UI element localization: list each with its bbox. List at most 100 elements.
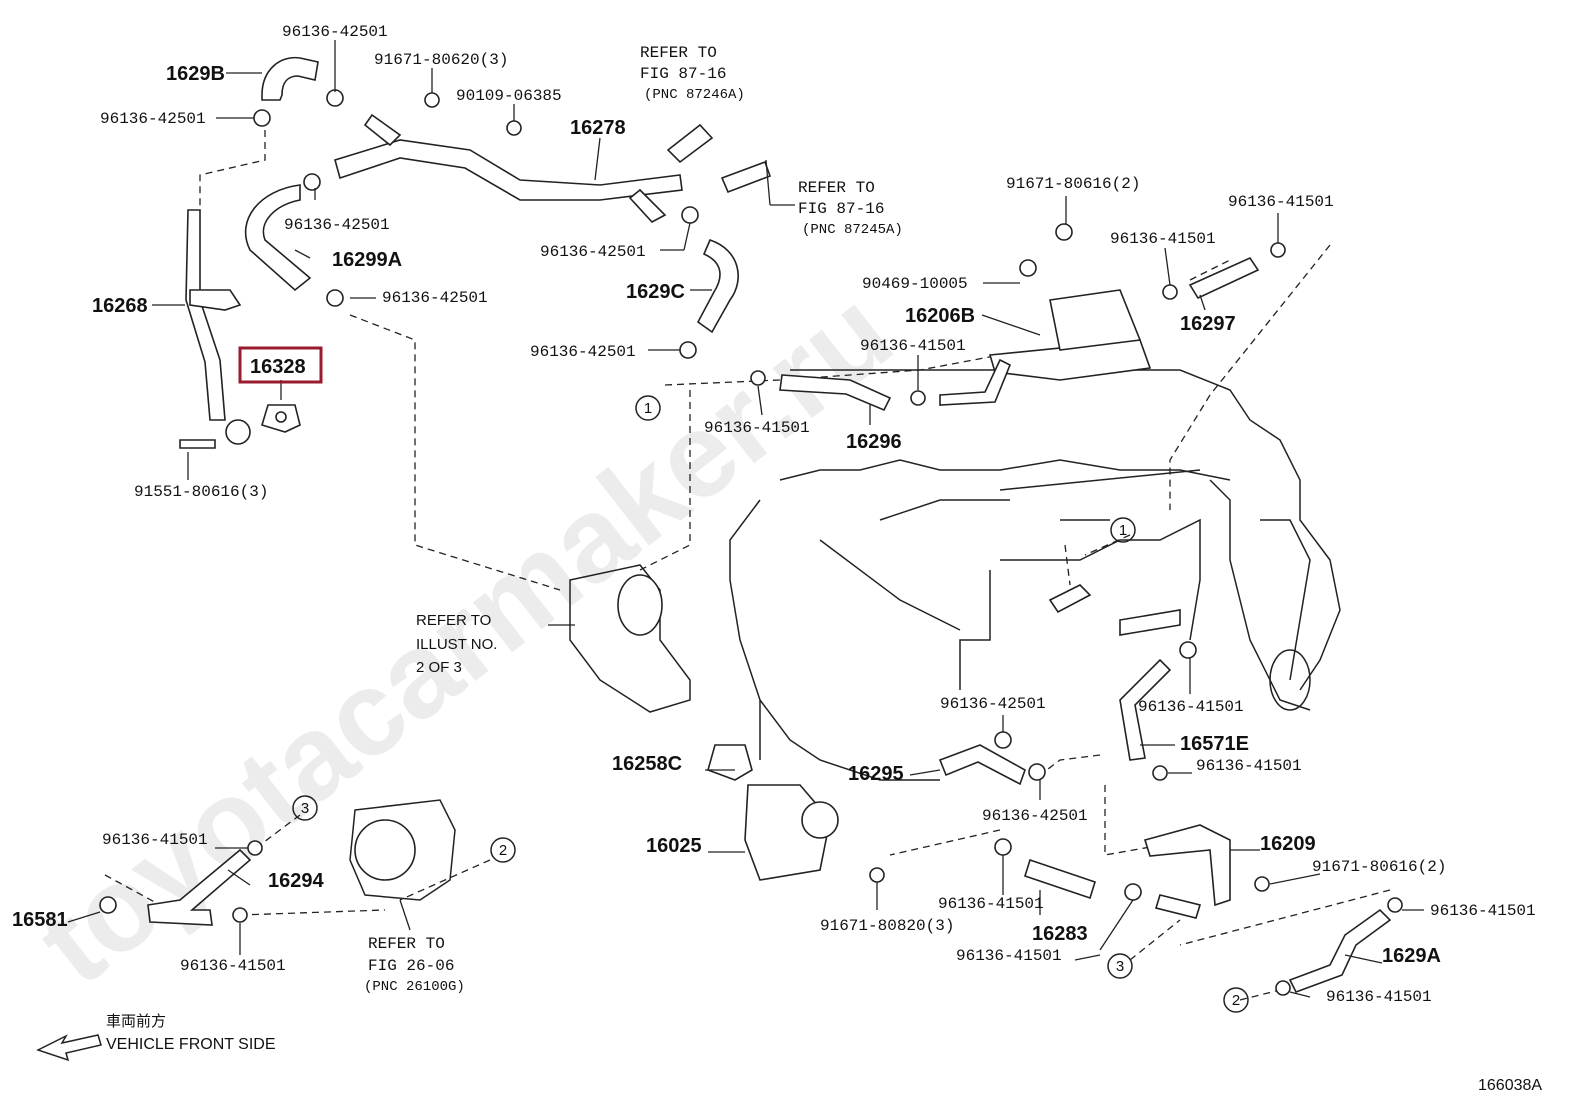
pipe-16278	[334, 113, 683, 223]
code-label[interactable]: 91671-80616(2)	[1312, 858, 1446, 876]
part-label-16297[interactable]: 16297	[1180, 313, 1236, 335]
ref-line: 2 OF 3	[416, 659, 462, 676]
callout-3: 3	[301, 800, 309, 817]
code-label[interactable]: 96136-42501	[540, 243, 646, 261]
ref-87246A: REFER TO FIG 87-16 (PNC 87246A)	[640, 44, 745, 103]
callout-1: 1	[644, 400, 652, 417]
part-label-16278[interactable]: 16278	[570, 117, 626, 139]
code-label[interactable]: 91551-80616(3)	[134, 483, 268, 501]
hose-16571E	[1119, 658, 1172, 761]
code-label[interactable]: 96136-41501	[1110, 230, 1216, 248]
part-label-16328[interactable]: 16328	[250, 356, 306, 378]
part-label-16581[interactable]: 16581	[12, 909, 68, 931]
hose-refer-87246A	[666, 123, 714, 164]
code-label[interactable]: 90469-10005	[862, 275, 968, 293]
front-label-en: VEHICLE FRONT SIDE	[106, 1036, 276, 1053]
part-label-16025[interactable]: 16025	[646, 835, 702, 857]
hose-16295	[938, 744, 1026, 786]
code-label[interactable]: 96136-41501	[860, 337, 966, 355]
ref-line: (PNC 87245A)	[802, 222, 903, 238]
code-label[interactable]: 96136-42501	[100, 110, 206, 128]
callout-2: 2	[1232, 992, 1240, 1009]
hose-16296	[779, 374, 892, 412]
code-labels: 96136-42501 91671-80620(3) 90109-06385 9…	[100, 23, 1536, 1006]
code-label[interactable]: 96136-41501	[1228, 193, 1334, 211]
water-pump-housing	[569, 564, 691, 713]
part-label-16268[interactable]: 16268	[92, 295, 148, 317]
bracket-16206B	[939, 289, 1152, 406]
callout-2: 2	[499, 842, 507, 859]
hose-16294	[147, 848, 252, 926]
dashed-connectors	[104, 130, 1391, 1001]
part-label-16209[interactable]: 16209	[1260, 833, 1316, 855]
part-labels: 1629B 16268 16299A 16278 1629C 16296 162…	[12, 63, 1441, 967]
callout-3: 3	[1116, 958, 1124, 975]
front-arrow-icon	[36, 1034, 102, 1062]
gasket-16258C	[707, 744, 753, 781]
engine-outline	[729, 369, 1341, 781]
hose-1629B	[261, 56, 319, 101]
ref-line: (PNC 26100G)	[364, 979, 465, 995]
part-label-16571E[interactable]: 16571E	[1180, 733, 1249, 755]
part-label-16258C[interactable]: 16258C	[612, 753, 682, 775]
hose-refer-87245A	[720, 160, 772, 194]
front-label-jp: 車両前方	[106, 1013, 166, 1030]
highlight-box	[238, 346, 323, 384]
hose-16297	[1188, 256, 1260, 300]
throttle-body	[349, 799, 456, 901]
code-label[interactable]: 90109-06385	[456, 87, 562, 105]
part-label-16296[interactable]: 16296	[846, 431, 902, 453]
code-label[interactable]: 96136-42501	[982, 807, 1088, 825]
pipe-16268	[179, 209, 251, 449]
vehicle-front-indicator: 車両前方 VEHICLE FRONT SIDE	[36, 1013, 276, 1062]
ref-line: REFER TO	[416, 612, 491, 629]
pipe-16025	[744, 784, 839, 881]
ref-line: FIG 87-16	[798, 200, 884, 218]
code-label[interactable]: 96136-41501	[102, 831, 208, 849]
part-label-16206B[interactable]: 16206B	[905, 305, 975, 327]
code-label[interactable]: 96136-41501	[1326, 988, 1432, 1006]
hose-1629A	[1288, 908, 1392, 993]
pipe-16209	[1143, 824, 1231, 919]
ref-line: REFER TO	[368, 935, 445, 953]
ref-87245A: REFER TO FIG 87-16 (PNC 87245A)	[798, 179, 903, 238]
part-label-16299A[interactable]: 16299A	[332, 249, 402, 271]
part-label-16294[interactable]: 16294	[268, 870, 324, 892]
code-label[interactable]: 96136-41501	[704, 419, 810, 437]
code-label[interactable]: 96136-41501	[956, 947, 1062, 965]
ref-line: REFER TO	[640, 44, 717, 62]
code-label[interactable]: 96136-41501	[938, 895, 1044, 913]
ref-line: (PNC 87246A)	[644, 87, 745, 103]
hose-1629C	[696, 239, 739, 334]
code-label[interactable]: 96136-41501	[1196, 757, 1302, 775]
code-label[interactable]: 96136-42501	[940, 695, 1046, 713]
part-label-16295[interactable]: 16295	[848, 763, 904, 785]
ref-line: FIG 26-06	[368, 957, 454, 975]
ref-26100G: REFER TO FIG 26-06 (PNC 26100G)	[364, 935, 465, 995]
part-label-1629B[interactable]: 1629B	[166, 63, 225, 85]
figure-id: 166038A	[1478, 1077, 1542, 1094]
code-label[interactable]: 96136-42501	[382, 289, 488, 307]
ref-line: FIG 87-16	[640, 65, 726, 83]
code-label[interactable]: 96136-41501	[1138, 698, 1244, 716]
code-label[interactable]: 96136-42501	[284, 216, 390, 234]
code-label[interactable]: 96136-42501	[530, 343, 636, 361]
leader-lines	[67, 40, 1424, 998]
code-label[interactable]: 96136-41501	[180, 957, 286, 975]
callout-1: 1	[1119, 522, 1127, 539]
part-label-1629C[interactable]: 1629C	[626, 281, 685, 303]
hose-16299A	[244, 184, 312, 292]
part-label-1629A[interactable]: 1629A	[1382, 945, 1441, 967]
code-label[interactable]: 91671-80620(3)	[374, 51, 508, 69]
part-label-16283[interactable]: 16283	[1032, 923, 1088, 945]
ref-line: REFER TO	[798, 179, 875, 197]
hose-16283	[1024, 858, 1096, 900]
code-label[interactable]: 91671-80616(2)	[1006, 175, 1140, 193]
code-label[interactable]: 96136-42501	[282, 23, 388, 41]
gasket-16328	[261, 404, 301, 433]
code-label[interactable]: 91671-80820(3)	[820, 917, 954, 935]
circle-callouts: 1 1 3 2 3 2	[292, 395, 1249, 1013]
code-label[interactable]: 96136-41501	[1430, 902, 1536, 920]
ref-line: ILLUST NO.	[416, 636, 497, 653]
